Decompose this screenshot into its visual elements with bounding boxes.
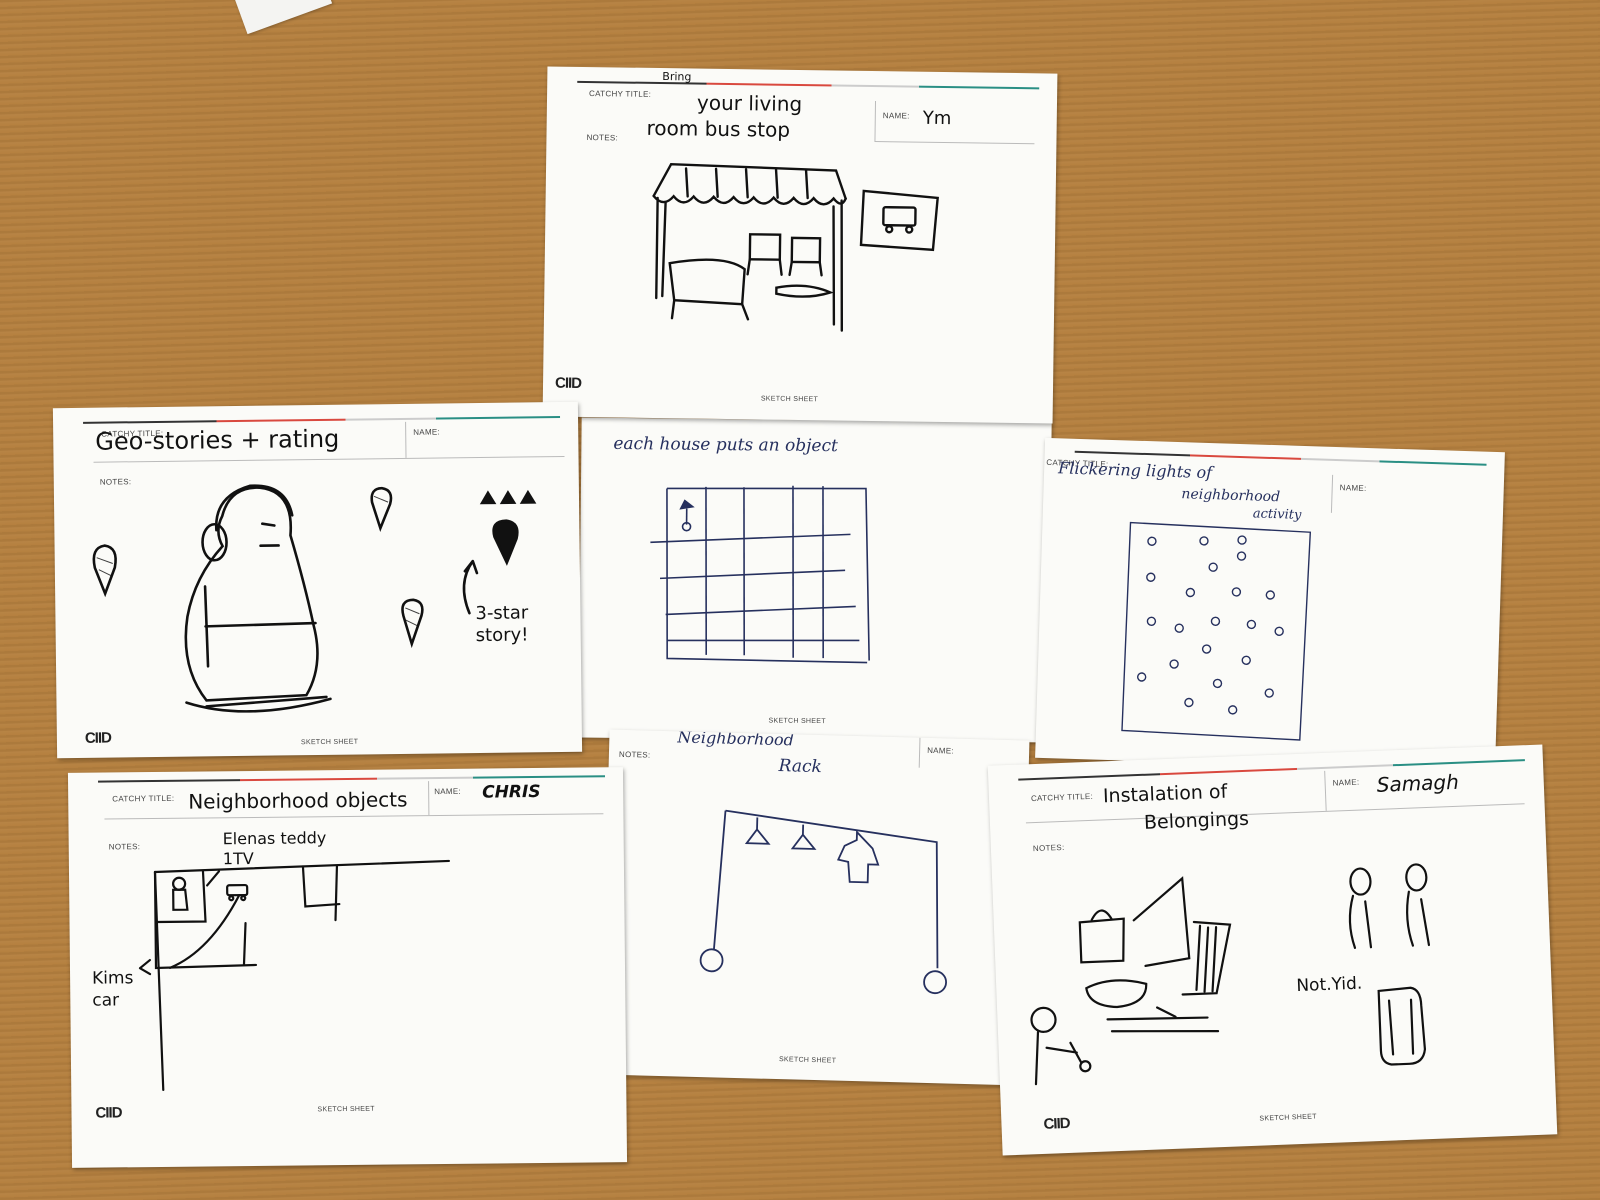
sketch-sheet-geo-stories: CATCHY TITLE: NAME: Geo-stories + rating… [52,401,583,759]
paper-scrap [233,0,333,35]
sketch-sheet-installation: CATCHY TITLE: NAME: Samagh Instalation o… [987,744,1558,1156]
sheet-footer: SKETCH SHEET [300,738,359,747]
sketch-sheet-rack: NOTES: NAME: Neighborhood Rack SKETCH SH… [600,729,1030,1086]
sketch-sheet-house-object: each house puts an object SKETCH SHEET [578,417,1052,743]
bus-stop-drawing [652,162,939,332]
sheet-footer: SKETCH SHEET [760,395,819,404]
sheet-footer: SKETCH SHEET [778,1056,837,1065]
sheet-footer: SKETCH SHEET [317,1105,375,1114]
street-drawing [138,859,450,1092]
lights-drawing [1121,521,1312,741]
sketch-sheet-flickering: CATCHY TITLE: NAME: Flickering lights of… [1035,437,1505,773]
sheet-footer: SKETCH SHEET [768,717,826,726]
grid-drawing [650,485,870,664]
sketch-sheet-living-room: CATCHY TITLE: NAME: Ym Bring your living… [542,66,1058,424]
annotation-3-star: 3-star story! [475,602,529,647]
ciid-logo: CIID [554,374,582,392]
belongings-drawing [1030,863,1431,1086]
ciid-logo: CIID [95,1104,122,1122]
sketch-sheet-neighborhood-objects: CATCHY TITLE: NAME: CHRIS Neighborhood o… [67,767,628,1168]
ciid-logo: CIID [84,729,112,747]
listener-drawing [92,484,537,713]
rack-drawing [699,809,947,995]
ciid-logo: CIID [1043,1114,1070,1133]
